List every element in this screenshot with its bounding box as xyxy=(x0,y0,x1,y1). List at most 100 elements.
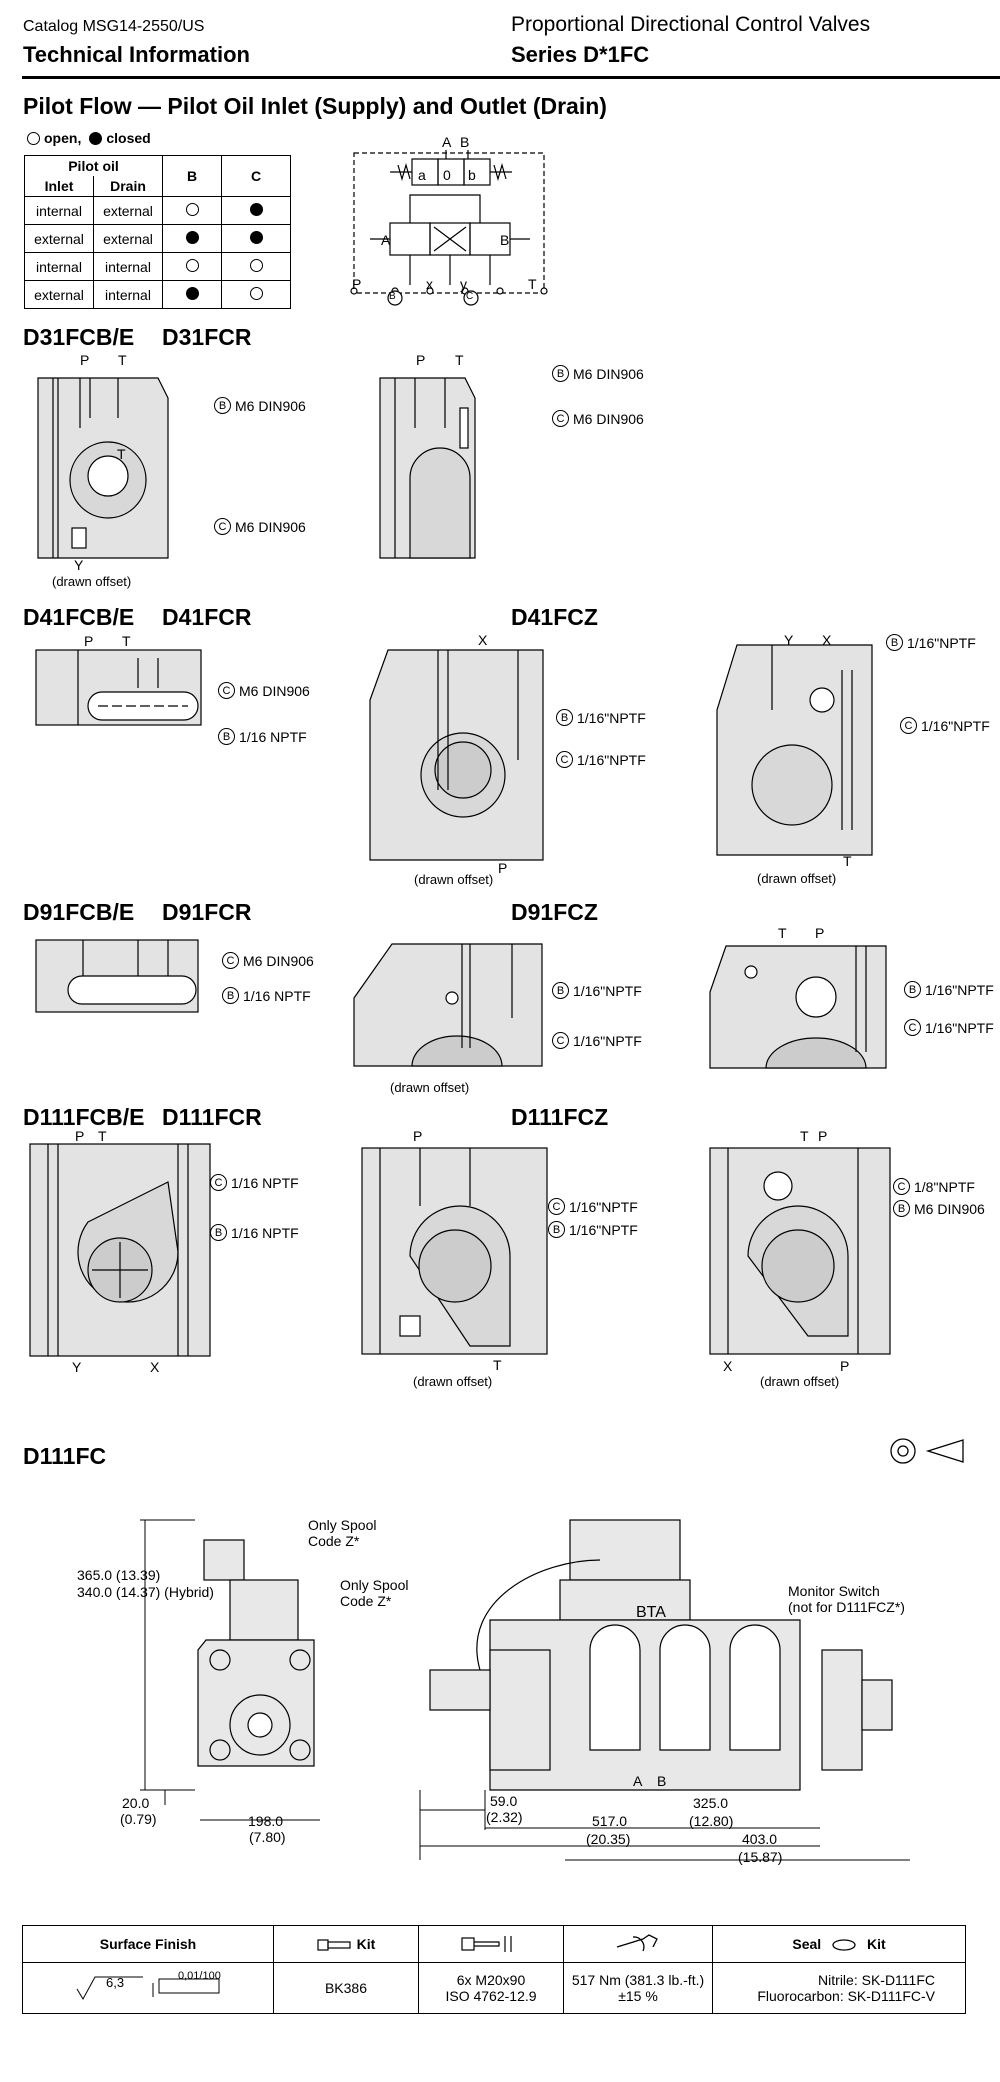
closed-circle-icon xyxy=(249,202,263,216)
header-torque xyxy=(563,1925,713,1963)
callout-text: M6 DIN906 xyxy=(235,397,306,414)
dim-517-b: (20.35) xyxy=(586,1831,631,1847)
schem-label-b: b xyxy=(468,167,476,183)
product-name: Proportional Directional Control Valves xyxy=(511,13,871,36)
front-dim-lines xyxy=(140,1519,320,1821)
cell-drain: internal xyxy=(93,252,163,281)
d91z1-drawn-offset: (drawn offset) xyxy=(390,1080,470,1095)
d111a-port-p: P xyxy=(75,1128,85,1144)
schem-label-0: 0 xyxy=(443,167,451,183)
open-circle-icon xyxy=(185,258,199,272)
callout-text: 1/16 NPTF xyxy=(239,728,307,745)
d111fcz-drawing-1 xyxy=(361,1147,548,1355)
seal-label: Seal xyxy=(792,1935,822,1952)
bolts-value: 6x M20x90 ISO 4762-12.9 xyxy=(418,1962,564,2014)
seal-nitrile: Nitrile: SK-D111FC xyxy=(818,1972,935,1988)
header-seal-kit: Seal Kit xyxy=(712,1925,966,1963)
side-port-b: B xyxy=(657,1773,667,1789)
dim-height: 365.0 (13.39) xyxy=(77,1567,161,1583)
schem-port-t: T xyxy=(528,276,537,292)
callout-text: 1/16"NPTF xyxy=(573,982,642,999)
d31-drawn-offset: (drawn offset) xyxy=(52,574,132,589)
d41-title-b: D41FCR xyxy=(162,604,252,630)
d41z2-port-y: Y xyxy=(784,632,794,648)
d111-title-b: D111FCR xyxy=(162,1104,262,1130)
schem-port-b2: B xyxy=(500,232,510,248)
legend-open: open, xyxy=(44,130,82,146)
bolt-kit-icon xyxy=(317,1939,351,1951)
d111fcz-drawing-2 xyxy=(709,1147,891,1355)
header-surface-finish: Surface Finish xyxy=(22,1925,274,1963)
pilot-table: Pilot oil B C Inlet Drain internal exter… xyxy=(24,155,291,309)
col-inlet: Inlet xyxy=(24,176,94,197)
header-kit: Kit xyxy=(273,1925,419,1963)
callout-text: M6 DIN906 xyxy=(573,365,644,382)
table-row: external external xyxy=(24,224,291,253)
series-name: Series D*1FC xyxy=(511,42,650,67)
d41z2-port-t: T xyxy=(843,853,852,869)
d41z1-drawn-offset: (drawn offset) xyxy=(414,872,494,887)
cell-inlet: internal xyxy=(24,196,94,225)
dim-59-a: 59.0 xyxy=(490,1793,518,1809)
dim-base-a: 20.0 xyxy=(122,1795,150,1811)
d111z2-port-x: X xyxy=(723,1358,733,1374)
surface-finish-value: 6,3 0,01/100 xyxy=(22,1962,274,2014)
d41a-port-p: P xyxy=(84,633,94,649)
callout-text: M6 DIN906 xyxy=(239,682,310,699)
legend-closed: closed xyxy=(106,130,151,146)
d111fc-title: D111FC xyxy=(23,1443,107,1469)
kit-label: Kit xyxy=(356,1935,376,1952)
callout-text: 1/16"NPTF xyxy=(925,1019,994,1036)
d111z2-port-p2: P xyxy=(840,1358,850,1374)
seal-ring-icon xyxy=(832,1939,856,1951)
dim-base-b: (0.79) xyxy=(120,1811,157,1827)
d91fcz-drawing-1 xyxy=(353,943,543,1067)
callout-text: 1/16"NPTF xyxy=(907,634,976,651)
callout-text: 1/16"NPTF xyxy=(925,981,994,998)
spool-note-1: Only Spool Code Z* xyxy=(308,1517,377,1549)
kit-value: BK386 xyxy=(273,1962,419,2014)
d41z2-drawn-offset: (drawn offset) xyxy=(757,871,837,886)
cell-inlet: internal xyxy=(24,252,94,281)
side-dim-lines xyxy=(419,1790,910,1861)
dim-325-b: (12.80) xyxy=(689,1813,734,1829)
header-bolts xyxy=(418,1925,564,1963)
closed-circle-icon xyxy=(89,131,103,145)
table-row: internal external xyxy=(24,196,291,225)
schem-port-y: y xyxy=(460,276,467,292)
d31a-port-y: Y xyxy=(74,557,84,573)
callout-text: 1/16"NPTF xyxy=(577,751,646,768)
callout-text: M6 DIN906 xyxy=(914,1200,985,1217)
legend: open, closed xyxy=(27,130,151,146)
d111fc-front-view xyxy=(197,1539,315,1767)
callout-text: 1/16"NPTF xyxy=(573,1032,642,1049)
callout-text: 1/16 NPTF xyxy=(231,1174,299,1191)
d111-title-a: D111FCB/E xyxy=(23,1104,145,1130)
closed-circle-icon xyxy=(185,286,199,300)
callout-text: 1/16"NPTF xyxy=(577,709,646,726)
d31a-port-t2: T xyxy=(117,446,126,462)
cell-drain: external xyxy=(93,224,163,253)
dim-59-b: (2.32) xyxy=(486,1809,523,1825)
callout-text: M6 DIN906 xyxy=(573,410,644,427)
d31b-port-t: T xyxy=(455,352,464,368)
d91fcb-drawing xyxy=(35,939,199,1013)
callout-text: M6 DIN906 xyxy=(235,518,306,535)
projection-symbol-icon xyxy=(890,1438,964,1464)
callout-text: M6 DIN906 xyxy=(243,952,314,969)
schem-port-b: B xyxy=(460,134,470,150)
surface-roughness-icon xyxy=(76,1976,220,2001)
